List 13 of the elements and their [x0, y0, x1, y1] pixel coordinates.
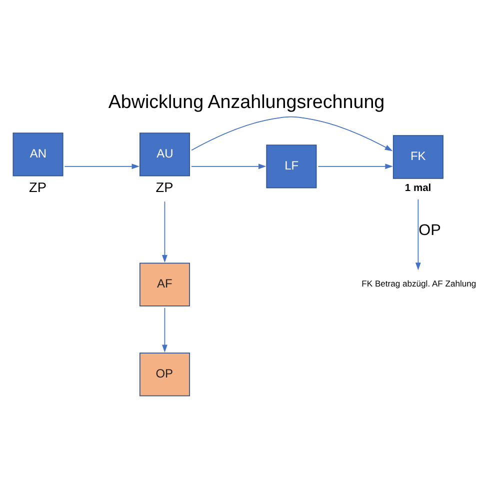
node-label: ZP [156, 179, 174, 194]
node-label: 1 mal [404, 182, 432, 194]
arrow [191, 163, 266, 169]
arrow [415, 198, 421, 270]
arrow [162, 200, 168, 262]
node-label: ZP [29, 179, 47, 194]
edge-label: OP [418, 222, 441, 239]
arrow [64, 163, 140, 169]
arrow [318, 163, 393, 169]
node-text: FK Betrag abzügl. AF Zahlung [362, 278, 476, 288]
arrow [191, 116, 393, 151]
arrow [162, 306, 168, 352]
diagram-title: Abwicklung Anzahlungsrechnung [108, 90, 385, 112]
